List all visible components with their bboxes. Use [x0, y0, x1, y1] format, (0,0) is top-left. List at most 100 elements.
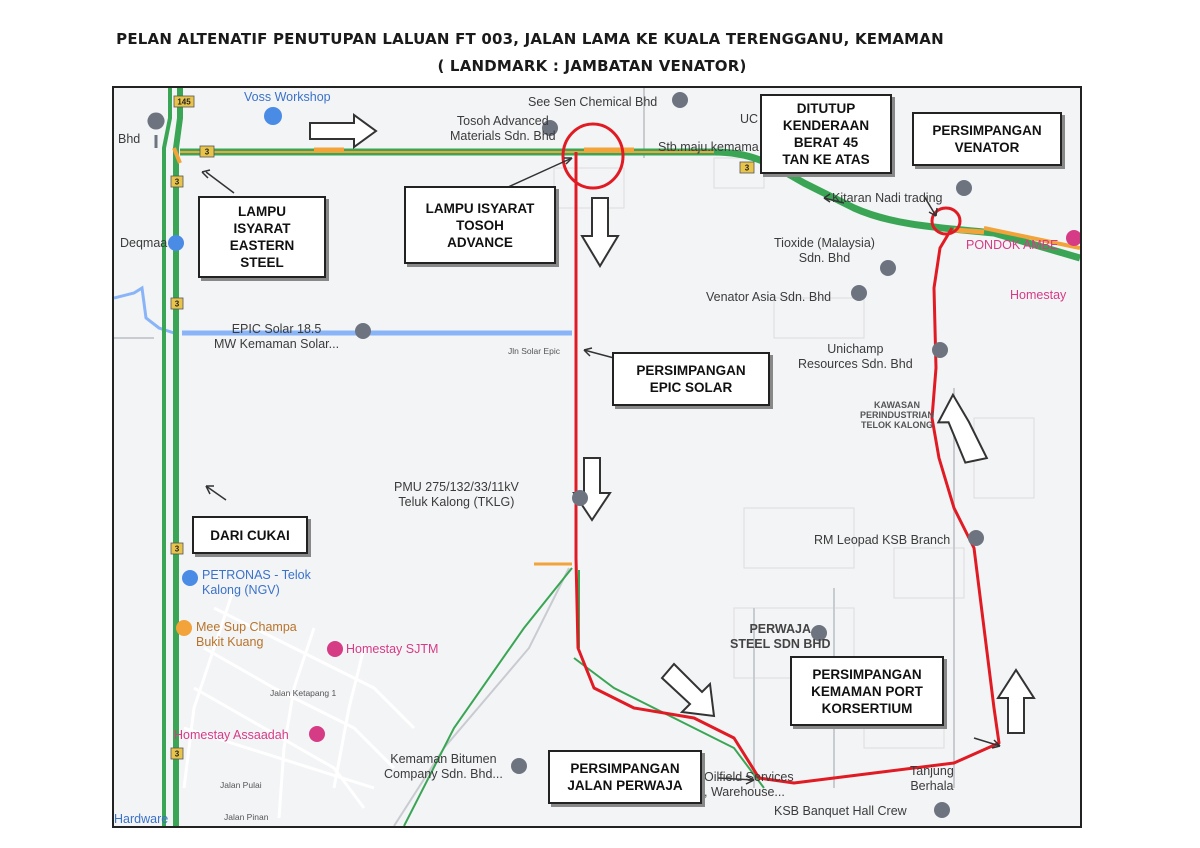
label-tioxide-1: Tioxide (Malaysia): [774, 236, 875, 250]
callout-persimpangan-kemaman: PERSIMPANGAN KEMAMAN PORT KORSERTIUM: [790, 656, 944, 726]
label-jalan-ketapang: Jalan Ketapang 1: [270, 688, 337, 698]
hotel-icon-sjtm: [327, 641, 343, 657]
restaurant-icon: [176, 620, 192, 636]
callout-line: KEMAMAN PORT: [811, 683, 923, 699]
shopping-icon-deqmaa: [168, 235, 184, 251]
label-pmu-2: Teluk Kalong (TKLG): [398, 495, 515, 509]
label-homestay-sjtm[interactable]: Homestay SJTM: [346, 642, 439, 656]
arrow-right: [309, 113, 378, 149]
route-shield-number: 3: [175, 178, 180, 187]
label-unichamp-1: Unichamp: [827, 342, 884, 356]
label-mee-sup-1: Mee Sup Champa: [196, 620, 297, 634]
label-mee-sup-2: Bukit Kuang: [196, 635, 264, 649]
label-jalan-pinan: Jalan Pinan: [224, 812, 269, 822]
route-shield-number: 3: [745, 164, 750, 173]
map-canvas: 145 3 3 3 3 3 3: [114, 88, 1080, 826]
callout-line: JALAN PERWAJA: [567, 778, 683, 793]
label-stb-maju[interactable]: Stb.maju.kemama: [658, 140, 759, 154]
arrow-down-1: [580, 197, 620, 268]
callout-line: TOSOH: [456, 217, 504, 233]
label-perwaja-2: STEEL SDN BHD: [730, 637, 831, 651]
callout-line: TAN KE ATAS: [782, 152, 870, 167]
pink-marker-pondok: [1066, 230, 1080, 246]
callout-line: PERSIMPANGAN: [570, 761, 680, 776]
callout-dari-cukai: DARI CUKAI: [192, 516, 308, 554]
label-pmu-1: PMU 275/132/33/11kV: [394, 480, 519, 494]
callout-line: KENDERAAN: [782, 118, 870, 133]
callout-line: DITUTUP: [796, 101, 856, 116]
hotel-icon-assaadah: [309, 726, 325, 742]
label-uc[interactable]: UC: [740, 112, 759, 126]
label-ksb-banquet[interactable]: KSB Banquet Hall Crew: [774, 804, 907, 818]
callout-line: LAMPU: [238, 204, 286, 219]
callout-line: DARI CUKAI: [210, 527, 290, 543]
page-subtitle: ( LANDMARK : JAMBATAN VENATOR): [437, 57, 747, 75]
callout-persimpangan-epic: PERSIMPANGAN EPIC SOLAR: [612, 352, 770, 406]
callout-line: STEEL: [240, 255, 284, 270]
map-panel[interactable]: 145 3 3 3 3 3 3 Voss Workshop Bhd Deqmaa See S…: [112, 86, 1082, 828]
shopping-icon: [264, 107, 282, 125]
label-deqmaa[interactable]: Deqmaa: [120, 236, 168, 250]
highway-ft3-lane: [162, 88, 172, 826]
label-kemaman-bitumen-1: Kemaman Bitumen: [390, 752, 497, 766]
label-tioxide[interactable]: Tioxide (Malaysia)Sdn. Bhd: [774, 236, 875, 266]
stream: [114, 285, 175, 335]
label-tanjung-1: Tanjung: [910, 764, 954, 778]
label-kawasan-1: KAWASAN: [874, 400, 921, 410]
arrow-up-1: [936, 392, 989, 464]
arrow-down-2: [572, 457, 612, 522]
callout-line: BERAT 45: [793, 135, 859, 150]
route-shield-number: 3: [175, 545, 180, 554]
label-epic-2: MW Kemaman Solar...: [214, 337, 340, 351]
label-kitaran[interactable]: Kitaran Nadi trading: [832, 191, 943, 205]
label-homestay-assaadah[interactable]: Homestay Assaadah: [174, 728, 289, 742]
label-kemaman-bitumen-2: Company Sdn. Bhd...: [384, 767, 503, 781]
route-shield-number: 3: [175, 300, 180, 309]
label-jalan-pulai: Jalan Pulai: [220, 780, 262, 790]
label-tanjung-2: Berhala: [910, 779, 954, 793]
label-rm-leopad[interactable]: RM Leopad KSB Branch: [814, 533, 951, 547]
route-shield-number: 3: [205, 148, 210, 157]
callout-line: EASTERN: [229, 238, 295, 253]
label-bhd[interactable]: Bhd: [118, 132, 141, 146]
route-shield-number: 3: [175, 750, 180, 759]
callout-line: ADVANCE: [447, 234, 513, 250]
callout-persimpangan-perwaja: PERSIMPANGAN JALAN PERWAJA: [548, 750, 702, 804]
route-shield-number: 145: [177, 98, 191, 107]
label-tosoh-1: Tosoh Advanced: [456, 114, 549, 128]
label-tioxide-2: Sdn. Bhd: [798, 251, 851, 265]
callout-line: PERSIMPANGAN: [932, 123, 1042, 138]
label-voss[interactable]: Voss Workshop: [244, 90, 331, 104]
label-oilfield[interactable]: Oilfield Services, Warehouse...: [704, 770, 794, 800]
callout-ditutup: DITUTUP KENDERAAN BERAT 45 TAN KE ATAS: [760, 94, 892, 174]
circle-venator: [930, 206, 962, 236]
label-see-sen[interactable]: See Sen Chemical Bhd: [528, 95, 658, 109]
arrow-diag: [660, 662, 716, 718]
fuel-icon: [182, 570, 198, 586]
label-jln-solar[interactable]: Jln Solar Epic: [508, 346, 560, 356]
label-venator-asia[interactable]: Venator Asia Sdn. Bhd: [706, 290, 832, 304]
highway-ft3: [173, 88, 183, 826]
callout-lampu-tosoh: LAMPU ISYARAT TOSOH ADVANCE: [404, 186, 556, 264]
callout-line: KORSERTIUM: [821, 700, 913, 716]
callout-line: LAMPU ISYARAT: [425, 200, 535, 216]
label-hardware[interactable]: Hardware: [114, 812, 169, 826]
detour-route: [574, 152, 1001, 785]
route-shields: 145 3 3 3 3 3 3: [170, 95, 755, 760]
label-petronas-1: PETRONAS - Telok: [202, 568, 311, 582]
label-kawasan-3: TELOK KALONG: [861, 420, 933, 430]
label-homestay[interactable]: Homestay: [1010, 288, 1067, 302]
arrow-up-2: [996, 668, 1036, 734]
poi-markers: [147, 92, 1080, 818]
callout-line: ISYARAT: [233, 221, 291, 236]
label-pondok[interactable]: PONDOK AMBE: [966, 238, 1059, 252]
